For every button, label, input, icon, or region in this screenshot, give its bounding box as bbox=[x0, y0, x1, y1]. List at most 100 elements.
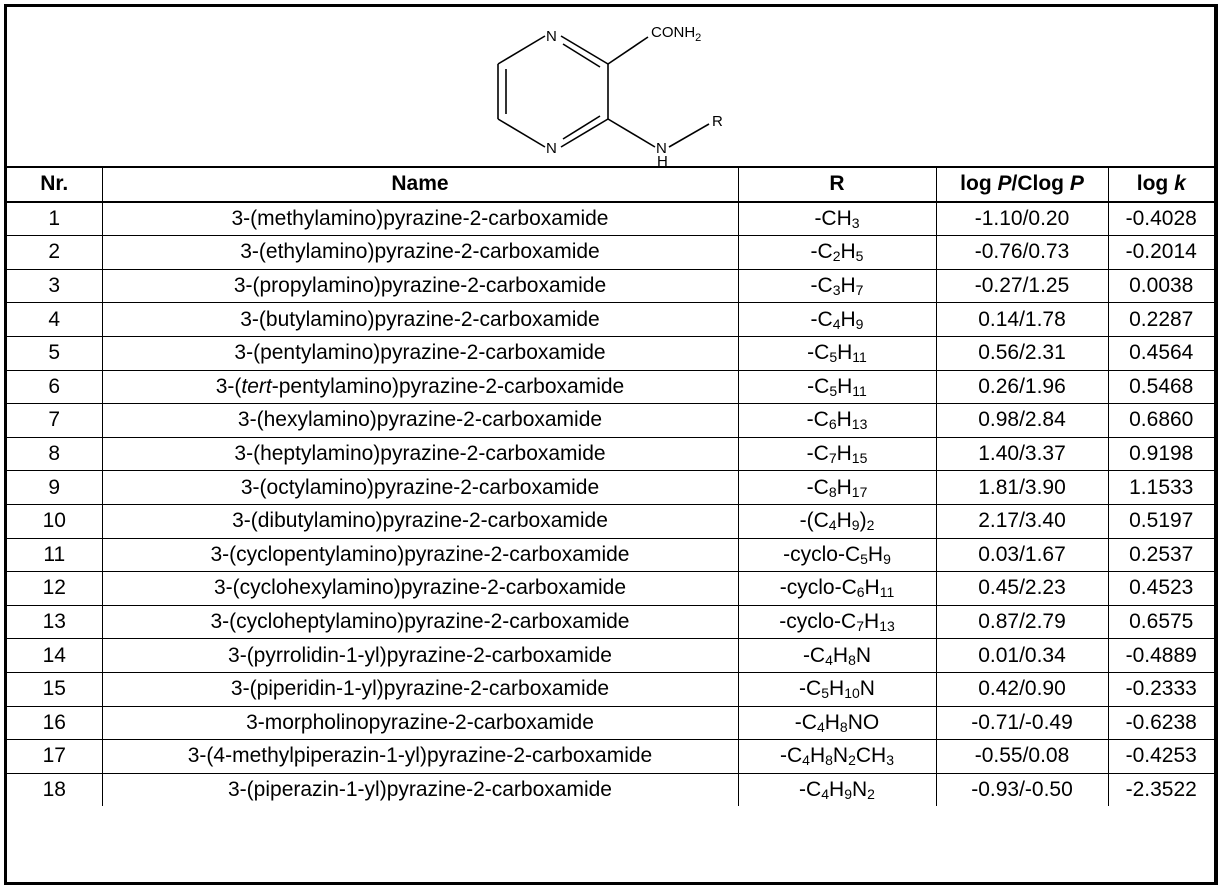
header-row: Nr. Name R log P/Clog P log k bbox=[7, 168, 1214, 203]
header-nr: Nr. bbox=[7, 168, 103, 203]
cell-name: 3-(4-methylpiperazin-1-yl)pyrazine-2-car… bbox=[101, 739, 739, 774]
cell-logp-clogp: 1.81/3.90 bbox=[935, 470, 1109, 505]
cell-r-group: -C7H15 bbox=[737, 436, 937, 472]
cell-r-group: -C5H11 bbox=[737, 335, 937, 371]
cell-logk: 0.5468 bbox=[1107, 369, 1214, 405]
cell-nr: 4 bbox=[7, 302, 103, 337]
cell-name: 3-(pyrrolidin-1-yl)pyrazine-2-carboxamid… bbox=[101, 638, 739, 673]
cell-nr: 12 bbox=[7, 571, 103, 606]
ring-nitrogen-bottom: N bbox=[546, 140, 557, 157]
cell-logp-clogp: 0.56/2.31 bbox=[935, 335, 1109, 371]
header-logp: log P/Clog P bbox=[935, 168, 1109, 203]
cell-nr: 2 bbox=[7, 235, 103, 270]
cell-logp-clogp: 0.14/1.78 bbox=[935, 302, 1109, 337]
cell-logp-clogp: 0.45/2.23 bbox=[935, 571, 1109, 606]
cell-logk: 0.4564 bbox=[1107, 335, 1214, 371]
cell-logk: 0.5197 bbox=[1107, 503, 1214, 539]
header-name: Name bbox=[101, 168, 739, 203]
cell-nr: 7 bbox=[7, 403, 103, 438]
cell-logk: -0.2014 bbox=[1107, 235, 1214, 270]
cell-logk: 0.6860 bbox=[1107, 403, 1214, 438]
cell-nr: 14 bbox=[7, 638, 103, 673]
cell-r-group: -C4H8N bbox=[737, 638, 937, 673]
cell-logp-clogp: 1.40/3.37 bbox=[935, 436, 1109, 472]
cell-logp-clogp: 0.03/1.67 bbox=[935, 537, 1109, 573]
cell-logp-clogp: -0.55/0.08 bbox=[935, 739, 1109, 774]
cell-nr: 1 bbox=[7, 201, 103, 237]
cell-r-group: -C4H9N2 bbox=[737, 772, 937, 807]
cell-logk: 0.9198 bbox=[1107, 436, 1214, 472]
header-logk: log k bbox=[1107, 168, 1214, 203]
cell-r-group: -C5H10N bbox=[737, 671, 937, 707]
carboxamide-label: CONH2 bbox=[651, 24, 701, 44]
cell-r-group: -cyclo-C5H9 bbox=[737, 537, 937, 573]
cell-r-group: -C3H7 bbox=[737, 268, 937, 304]
cell-name: 3-(hexylamino)pyrazine-2-carboxamide bbox=[101, 403, 739, 438]
cell-r-group: -C2H5 bbox=[737, 235, 937, 270]
cell-name: 3-(octylamino)pyrazine-2-carboxamide bbox=[101, 470, 739, 505]
cell-nr: 15 bbox=[7, 671, 103, 707]
cell-logk: 0.2287 bbox=[1107, 302, 1214, 337]
cell-r-group: -C4H9 bbox=[737, 302, 937, 337]
cell-logk: 0.0038 bbox=[1107, 268, 1214, 304]
cell-nr: 10 bbox=[7, 503, 103, 539]
cell-logk: 0.2537 bbox=[1107, 537, 1214, 573]
chemical-structure: N N CONH2 R N H bbox=[7, 7, 1214, 168]
cell-logk: 0.4523 bbox=[1107, 571, 1214, 606]
cell-name: 3-(cyclopentylamino)pyrazine-2-carboxami… bbox=[101, 537, 739, 573]
cell-logp-clogp: 0.87/2.79 bbox=[935, 604, 1109, 640]
cell-logp-clogp: -0.93/-0.50 bbox=[935, 772, 1109, 807]
cell-logk: 0.6575 bbox=[1107, 604, 1214, 640]
compound-table-figure: N N CONH2 R N H Nr. Name R log P/Clog P … bbox=[4, 4, 1218, 885]
cell-logk: -0.4253 bbox=[1107, 739, 1214, 774]
cell-logp-clogp: 2.17/3.40 bbox=[935, 503, 1109, 539]
cell-logk: -0.6238 bbox=[1107, 705, 1214, 741]
pyrazine-structure-drawing: N N CONH2 R N H bbox=[497, 24, 723, 166]
cell-r-group: -cyclo-C7H13 bbox=[737, 604, 937, 640]
ring-nitrogen-top: N bbox=[546, 28, 557, 45]
cell-nr: 17 bbox=[7, 739, 103, 774]
cell-nr: 3 bbox=[7, 268, 103, 304]
cell-r-group: -cyclo-C6H11 bbox=[737, 571, 937, 606]
cell-nr: 11 bbox=[7, 537, 103, 573]
cell-name: 3-(tert-pentylamino)pyrazine-2-carboxami… bbox=[101, 369, 739, 405]
cell-nr: 18 bbox=[7, 772, 103, 807]
header-r: R bbox=[737, 168, 937, 203]
cell-logk: -0.2333 bbox=[1107, 671, 1214, 707]
cell-name: 3-(dibutylamino)pyrazine-2-carboxamide bbox=[101, 503, 739, 539]
amine-nitrogen-label: N bbox=[656, 140, 667, 157]
cell-name: 3-(ethylamino)pyrazine-2-carboxamide bbox=[101, 235, 739, 270]
cell-name: 3-(cyclohexylamino)pyrazine-2-carboxamid… bbox=[101, 571, 739, 606]
cell-name: 3-morpholinopyrazine-2-carboxamide bbox=[101, 705, 739, 741]
cell-logk: -2.3522 bbox=[1107, 772, 1214, 807]
cell-logp-clogp: 0.26/1.96 bbox=[935, 369, 1109, 405]
cell-logk: -0.4889 bbox=[1107, 638, 1214, 673]
cell-logk: 1.1533 bbox=[1107, 470, 1214, 505]
amine-hydrogen-label: H bbox=[657, 153, 668, 166]
cell-logp-clogp: -0.76/0.73 bbox=[935, 235, 1109, 270]
cell-nr: 16 bbox=[7, 705, 103, 741]
cell-name: 3-(piperidin-1-yl)pyrazine-2-carboxamide bbox=[101, 671, 739, 707]
cell-r-group: -C8H17 bbox=[737, 470, 937, 505]
cell-r-group: -C5H11 bbox=[737, 369, 937, 405]
cell-nr: 6 bbox=[7, 369, 103, 405]
cell-r-group: -C4H8N2CH3 bbox=[737, 739, 937, 774]
